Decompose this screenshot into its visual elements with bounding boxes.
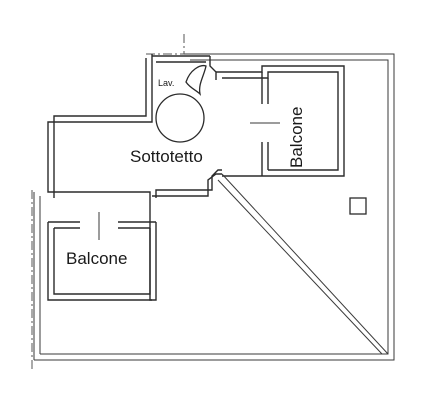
balcony-left-label: Balcone bbox=[66, 249, 127, 268]
balcony-right-walls bbox=[216, 65, 345, 177]
washbasin-outline bbox=[185, 64, 207, 96]
square-fixture-icon bbox=[349, 197, 367, 215]
balcony-right-label: Balcone bbox=[287, 107, 306, 168]
washbasin-label: Lav. bbox=[158, 78, 174, 88]
outer-boundary bbox=[33, 53, 395, 361]
circle-fixture-icon bbox=[155, 93, 205, 143]
balcony-left-walls bbox=[47, 212, 157, 301]
roof-slope-lines bbox=[217, 60, 389, 355]
attic-label: Sottotetto bbox=[130, 147, 203, 166]
